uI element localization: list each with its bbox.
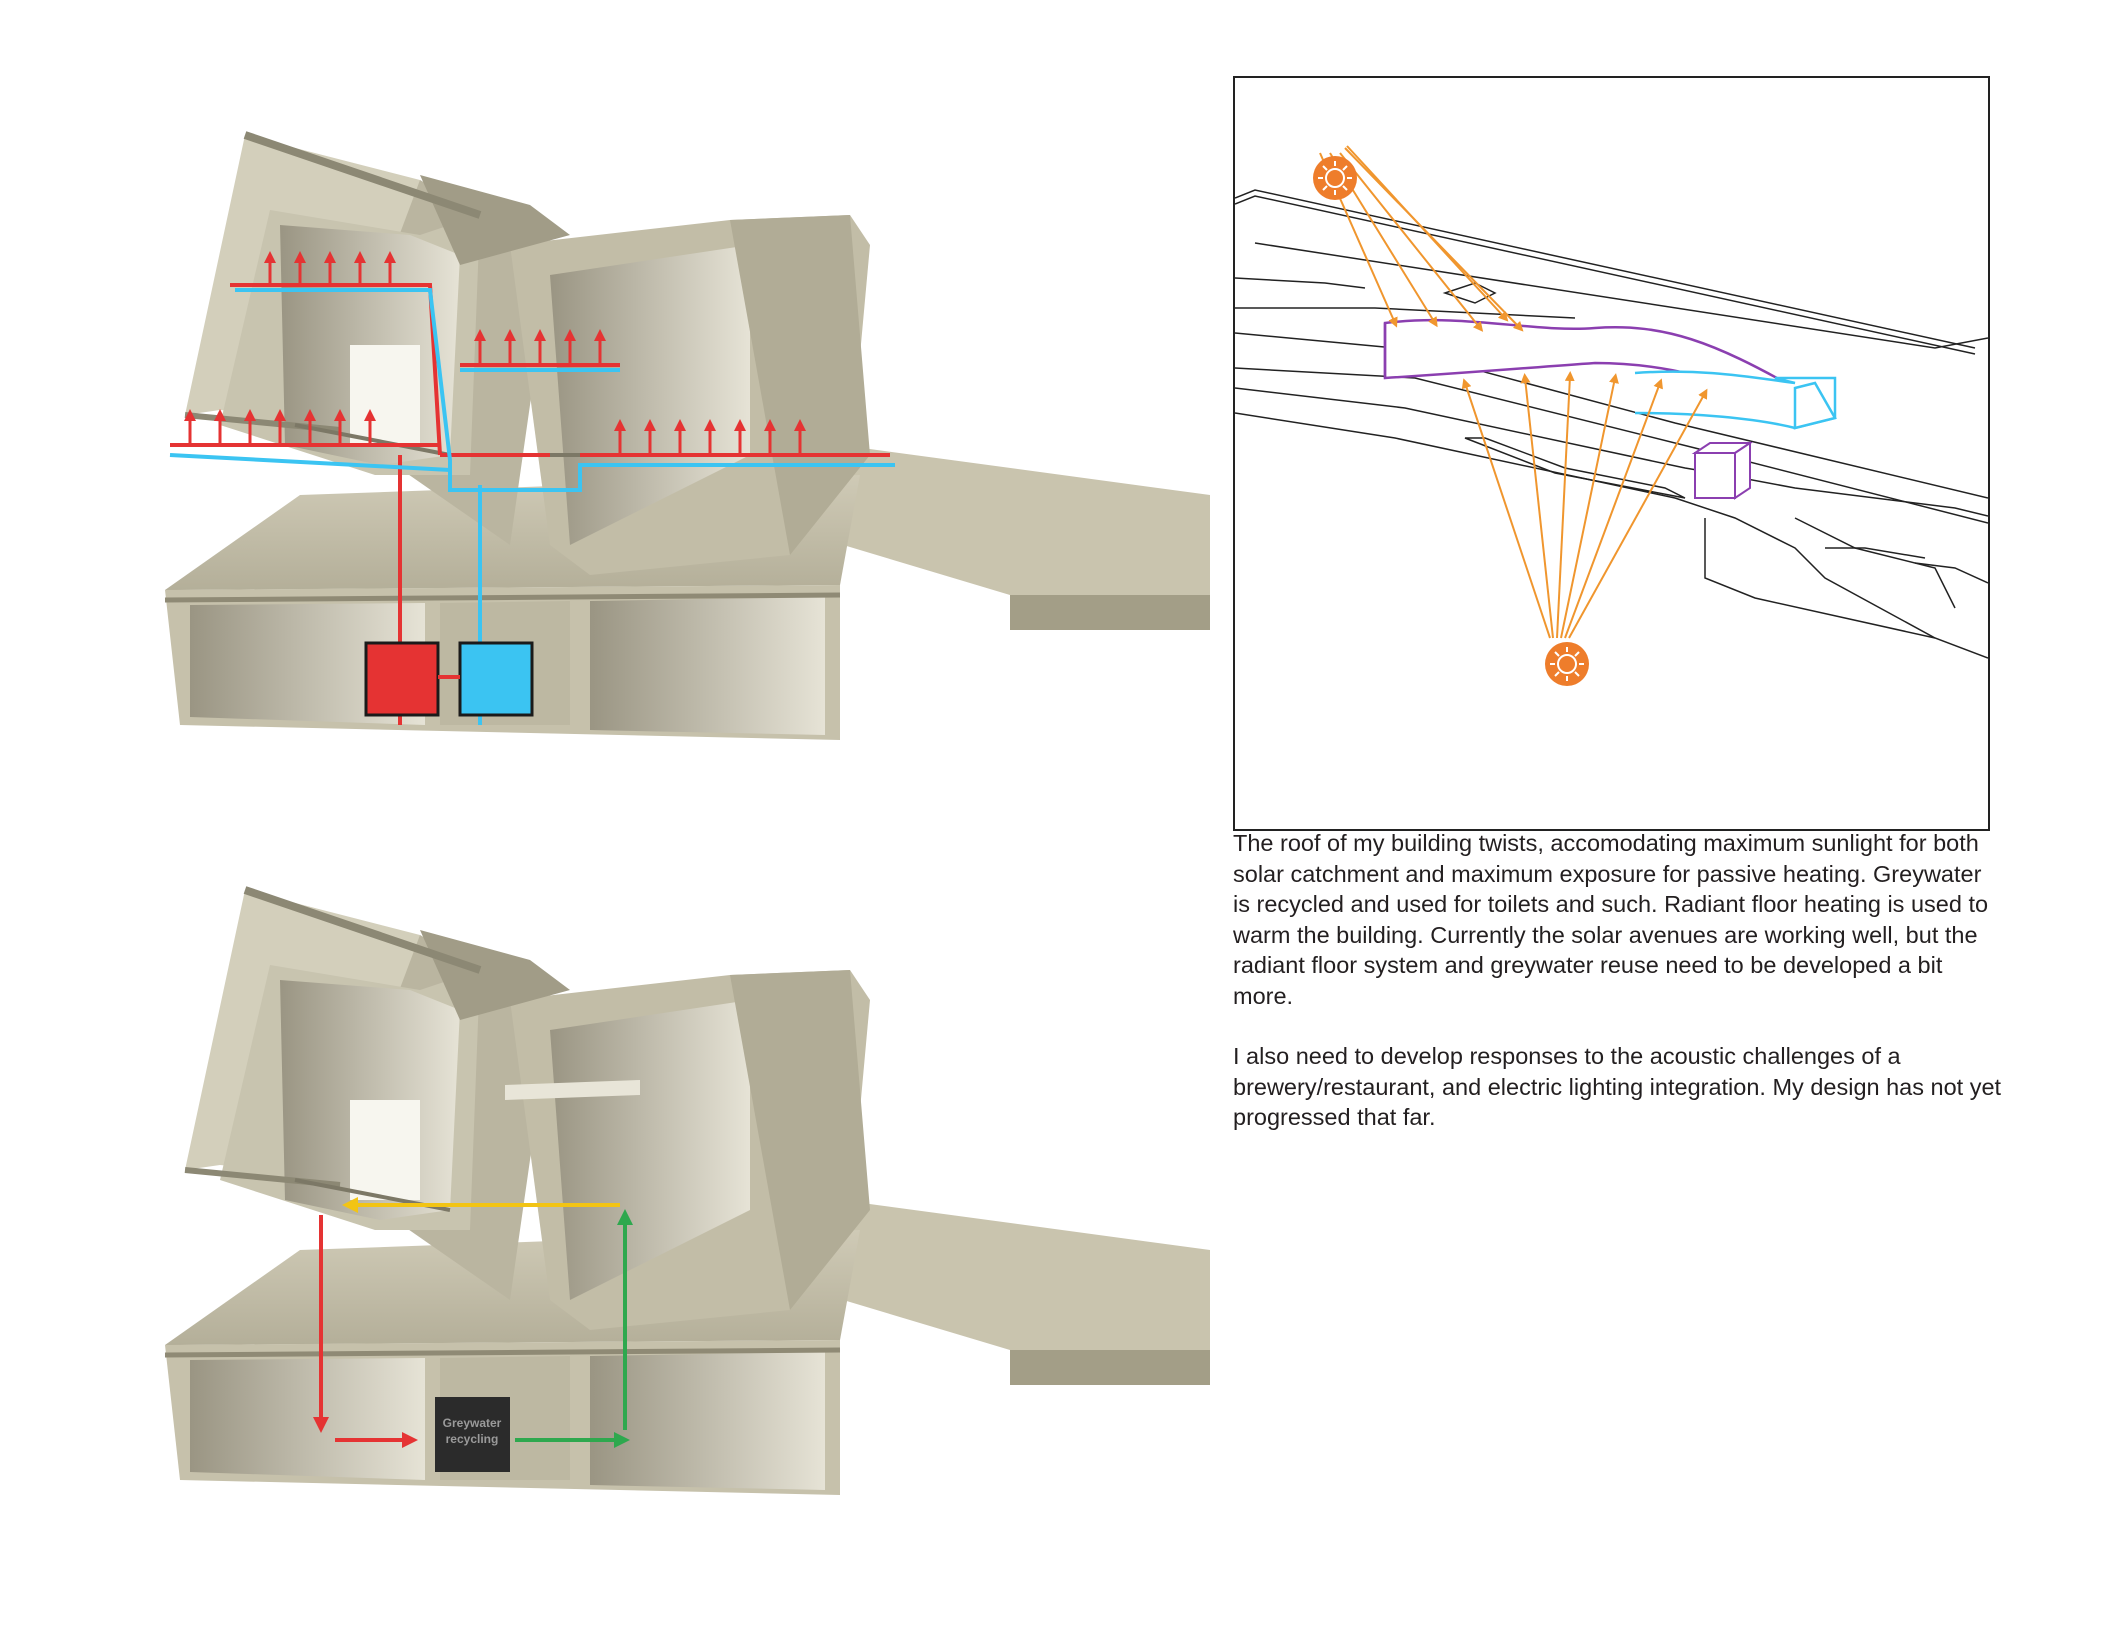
- sun-icon: [1545, 642, 1589, 686]
- sun-rays-bottom: [1461, 371, 1708, 639]
- heat-rise-arrows: [184, 251, 806, 455]
- solar-panel-roof: [1634, 370, 1837, 430]
- solar-diagram: [1234, 145, 1989, 686]
- cold-water-tank: [458, 641, 534, 717]
- hot-water-tank: [364, 641, 440, 717]
- caption-text: The roof of my building twists, accomoda…: [1233, 828, 2003, 1163]
- greywater-drain-arrows: [313, 1215, 418, 1448]
- sun-icon: [1313, 156, 1357, 200]
- floor-slab: [1464, 437, 1686, 499]
- site-outline: [1234, 189, 1989, 659]
- roof-fold: [1442, 282, 1497, 304]
- greywater-section-diagram: Greywater recycling: [150, 885, 1210, 1515]
- radiant-heating-return: [169, 288, 895, 725]
- greywater-box-label-2: recycling: [446, 1432, 499, 1446]
- greywater-recycling-unit: Greywater recycling: [435, 1397, 510, 1472]
- caption-paragraph-1: The roof of my building twists, accomoda…: [1233, 830, 1989, 1009]
- greywater-box-label-1: Greywater: [443, 1416, 502, 1430]
- heating-section-diagram: [150, 125, 1210, 755]
- core-volume: [1691, 441, 1754, 500]
- heating-section-drawing: [164, 131, 1210, 740]
- greywater-section-drawing: Greywater recycling: [164, 886, 1210, 1495]
- solar-diagram-frame: [1233, 76, 1990, 831]
- caption-paragraph-2: I also need to develop responses to the …: [1233, 1043, 2002, 1130]
- greywater-reuse-arrows: [515, 1209, 633, 1448]
- upper-volume: [184, 886, 870, 1330]
